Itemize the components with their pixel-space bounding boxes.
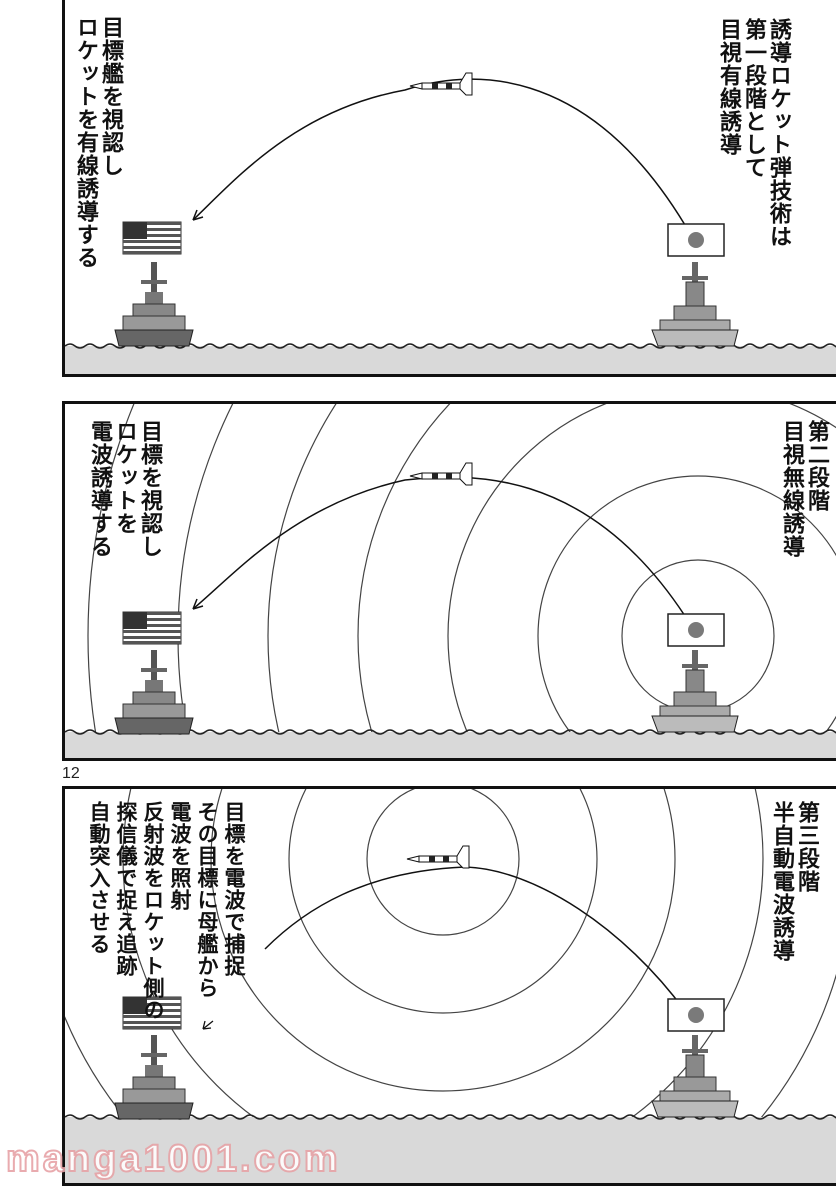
panel-stage-1: 誘導ロケット弾技術は 第一段階として 目視有線誘導 目標艦を視認し ロケットを有… (62, 0, 836, 377)
stage-3-description: 目標を電波で捕捉 その目標に母艦から 電波を照射 反射波をロケット側の 探信儀で… (87, 801, 246, 1021)
us-battleship-icon (114, 262, 194, 347)
rocket-icon (409, 462, 473, 486)
sea (65, 346, 836, 374)
rocket-icon (409, 72, 473, 96)
stage-1-label: 誘導ロケット弾技術は 第一段階として 目視有線誘導 (716, 18, 791, 248)
panel-2-art (65, 404, 836, 758)
panel-1-art (65, 72, 836, 374)
rocket-icon (406, 845, 470, 869)
japanese-battleship-icon (651, 650, 739, 733)
us-battleship-icon (114, 650, 194, 735)
panel-stage-3: 第三段階 半自動電波誘導 目標を電波で捕捉 その目標に母艦から 電波を照射 反射… (62, 786, 836, 1186)
stage-1-description: 目標艦を視認し ロケットを有線誘導する (73, 16, 123, 269)
japan-flag-icon (667, 223, 725, 257)
arrow-head-icon (192, 209, 204, 221)
usa-flag-icon (122, 611, 182, 645)
trajectory-line (192, 476, 686, 617)
arrow-head-icon (202, 1020, 214, 1030)
japanese-battleship-icon (651, 1035, 739, 1118)
stage-2-description: 目標を視認し ロケットを 電波誘導する (87, 420, 162, 558)
trajectory-line (264, 866, 686, 1012)
arrow-head-icon (192, 598, 204, 610)
japan-flag-icon (667, 613, 725, 647)
watermark: manga1001.com (5, 1137, 341, 1181)
panel-3-art (65, 789, 836, 1183)
usa-flag-icon (122, 996, 182, 1030)
trajectory-line (192, 78, 686, 226)
sea (65, 1117, 836, 1183)
japanese-battleship-icon (651, 262, 739, 347)
sea (65, 732, 836, 758)
panel-stage-2: 第二段階 目視無線誘導 目標を視認し ロケットを 電波誘導する (62, 401, 836, 761)
page-number: 12 (62, 765, 80, 782)
us-battleship-icon (114, 1035, 194, 1120)
stage-3-label: 第三段階 半自動電波誘導 (769, 801, 819, 962)
stage-2-label: 第二段階 目視無線誘導 (779, 420, 829, 558)
japan-flag-icon (667, 998, 725, 1032)
usa-flag-icon (122, 221, 182, 255)
